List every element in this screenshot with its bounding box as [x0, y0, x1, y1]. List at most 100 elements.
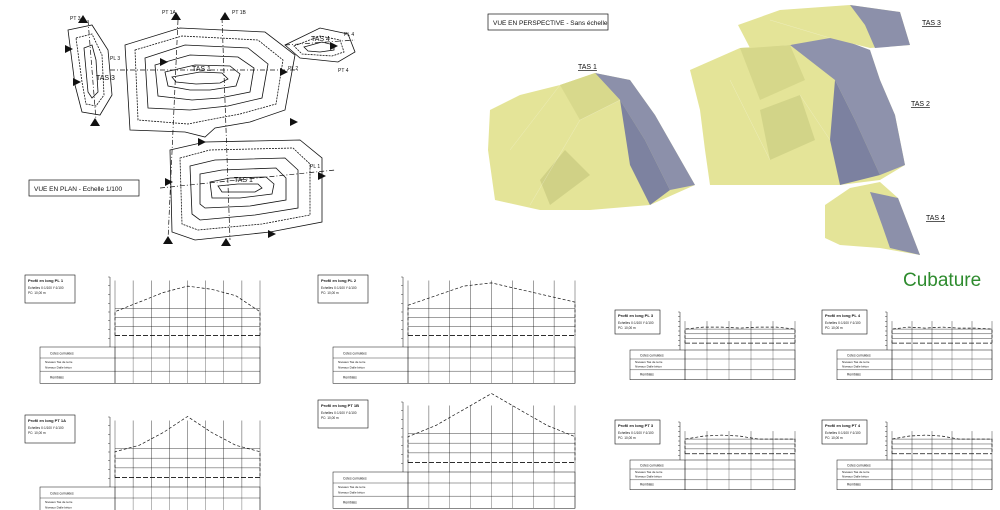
profile-1: Profil en long PL 1 Echelles X:1/100 Y:1/…: [24, 274, 261, 384]
plan-tas1-top-outline: [124, 27, 296, 138]
profile-scale: Echelles X:1/100 Y:1/100: [825, 431, 861, 435]
plan-label-tas1-top: TAS 1: [192, 66, 211, 73]
page-title: Cubature: [903, 270, 982, 291]
profile-row-terrain: Niveaux Tas de terre: [635, 470, 663, 474]
profile-scale: Echelles X:1/100 Y:1/100: [618, 431, 654, 435]
profile-pc: PC: 10,00 m: [321, 416, 339, 420]
profile-7: Profil en long PT 3 Echelles X:1/100 Y:1/…: [614, 419, 796, 490]
plan-label-pl1: PL 1: [310, 164, 320, 170]
profile-row-terrain: Niveaux Tas de terre: [45, 500, 73, 504]
profile-scale: Echelles X:1/100 Y:1/100: [321, 286, 357, 290]
profile-table: [332, 471, 576, 509]
plan-label-tas3: TAS 3: [96, 75, 115, 82]
profile-row-cotes: Cotes cumulées: [50, 492, 74, 496]
profile-title-box: [24, 414, 76, 444]
profile-row-ref: Niveaux Dalle béton: [338, 490, 365, 494]
profile-pc: PC: 10,00 m: [28, 291, 46, 295]
profile-row-remblai: Remblais: [847, 373, 861, 377]
profile-title: Profil en long PT 1B: [321, 403, 359, 408]
profile-row-ref: Niveaux Dalle béton: [45, 505, 72, 509]
profile-row-terrain: Niveaux Tas de terre: [338, 360, 366, 364]
perspective-tas2: [690, 35, 905, 185]
profile-4: Profil en long PL 4 Echelles X:1/100 Y:1/…: [821, 309, 993, 380]
perspective-tas3: [738, 5, 910, 48]
profile-scale: Echelles X:1/100 Y:1/100: [321, 411, 357, 415]
profile-title: Profil en long PL 4: [825, 313, 861, 318]
profile-pc: PC: 10,00 m: [618, 326, 636, 330]
profile-row-remblai: Remblais: [343, 375, 357, 379]
perspective-label-tas3: TAS 3: [922, 20, 941, 27]
plan-label-tas4: TAS 4: [311, 36, 330, 43]
profile-row-ref: Niveaux Dalle béton: [338, 365, 365, 369]
profile-title-box: [317, 274, 369, 304]
perspective-label-tas1: TAS 1: [578, 64, 597, 71]
profile-row-cotes: Cotes cumulées: [343, 477, 367, 481]
profile-8: Profil en long PT 4 Echelles X:1/100 Y:1/…: [821, 419, 993, 490]
profile-terrain-line: [114, 416, 261, 478]
profile-title-box: [821, 309, 868, 335]
profile-6: Profil en long PT 1B Echelles X:1/100 Y:1…: [317, 393, 576, 509]
profile-row-remblai: Remblais: [343, 500, 357, 504]
profile-scale: Echelles X:1/100 Y:1/100: [825, 321, 861, 325]
plan-view: TAS 1 TAS 1 TAS 3 TAS 4 PL 2 PL 1 PL 3 P…: [28, 10, 356, 246]
perspective-tas4: [825, 182, 920, 255]
plan-caption: VUE EN PLAN - Echelle 1/100: [34, 186, 123, 193]
profile-row-ref: Niveaux Dalle béton: [635, 365, 662, 369]
plan-label-pt4: PT 4: [338, 68, 349, 74]
profile-row-cotes: Cotes cumulées: [847, 353, 871, 357]
profile-row-remblai: Remblais: [640, 373, 654, 377]
profile-table: [332, 346, 576, 384]
plan-label-pl4: PL 4: [344, 32, 354, 38]
profile-terrain-line: [684, 326, 796, 344]
profile-row-ref: Niveaux Dalle béton: [635, 475, 662, 479]
profile-row-remblai: Remblais: [50, 375, 64, 379]
profile-row-ref: Niveaux Dalle béton: [842, 475, 869, 479]
profile-row-terrain: Niveaux Tas de terre: [45, 360, 73, 364]
profile-terrain-line: [891, 326, 993, 344]
profile-title-box: [317, 399, 369, 429]
profile-row-terrain: Niveaux Tas de terre: [842, 360, 870, 364]
plan-tas3-outline: [67, 24, 113, 116]
profile-pc: PC: 10,00 m: [618, 436, 636, 440]
profile-row-terrain: Niveaux Tas de terre: [635, 360, 663, 364]
profile-pc: PC: 10,00 m: [825, 326, 843, 330]
plan-label-pt3: PT 3: [70, 16, 81, 22]
profile-terrain-line: [407, 393, 576, 463]
profile-title: Profil en long PT 3: [618, 423, 654, 428]
perspective-caption: VUE EN PERSPECTIVE - Sans échelle: [493, 20, 608, 27]
profile-table: [39, 486, 261, 510]
profile-terrain-line: [684, 434, 796, 454]
profile-row-terrain: Niveaux Tas de terre: [842, 470, 870, 474]
profile-row-cotes: Cotes cumulées: [847, 463, 871, 467]
perspective-view: VUE EN PERSPECTIVE - Sans échelle TAS 1 …: [487, 5, 945, 255]
profile-pc: PC: 10,00 m: [825, 436, 843, 440]
profile-row-cotes: Cotes cumulées: [640, 353, 664, 357]
plan-label-pt1a: PT 1A: [162, 10, 176, 16]
profile-title-box: [24, 274, 76, 304]
profile-row-cotes: Cotes cumulées: [640, 463, 664, 467]
plan-label-tas1-bottom: TAS 1: [234, 177, 253, 184]
perspective-caption-box: [487, 13, 609, 31]
profile-scale: Echelles X:1/100 Y:1/100: [618, 321, 654, 325]
profile-row-cotes: Cotes cumulées: [50, 352, 74, 356]
profile-title: Profil en long PT 1A: [28, 418, 66, 423]
profile-scale: Echelles X:1/100 Y:1/100: [28, 286, 64, 290]
profile-title: Profil en long PL 3: [618, 313, 654, 318]
profile-row-terrain: Niveaux Tas de terre: [338, 485, 366, 489]
profile-pc: PC: 10,00 m: [28, 431, 46, 435]
plan-label-pl3: PL 3: [110, 56, 120, 62]
profile-title: Profil en long PL 1: [28, 278, 64, 283]
profile-title-box: [614, 309, 661, 335]
profile-row-remblai: Remblais: [847, 483, 861, 487]
profile-row-remblai: Remblais: [640, 483, 654, 487]
profile-row-cotes: Cotes cumulées: [343, 352, 367, 356]
perspective-label-tas4: TAS 4: [926, 215, 945, 222]
profile-row-ref: Niveaux Dalle béton: [842, 365, 869, 369]
plan-tas4-outline: [284, 27, 356, 63]
profile-row-ref: Niveaux Dalle béton: [45, 365, 72, 369]
profile-title: Profil en long PT 4: [825, 423, 861, 428]
perspective-label-tas2: TAS 2: [911, 101, 930, 108]
plan-label-pl2: PL 2: [288, 66, 298, 72]
